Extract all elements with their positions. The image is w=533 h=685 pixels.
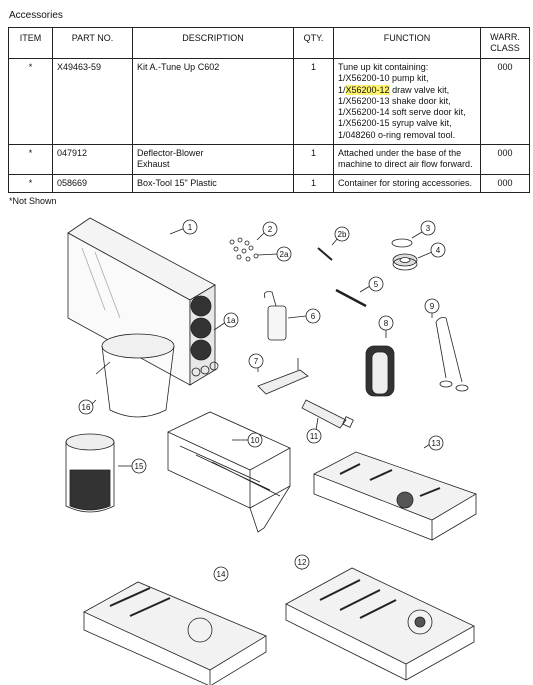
cell-qty: 1	[293, 57, 334, 146]
col-header-qty: QTY.	[293, 27, 334, 59]
table-row: * 058669 Box-Tool 15" Plastic 1 Containe…	[8, 173, 530, 193]
callout-12: 12	[298, 558, 307, 567]
callout-circle	[182, 219, 198, 235]
pail-illustration	[95, 333, 175, 418]
lubricant-tube-illustration	[301, 399, 354, 429]
callout-2a: 2a	[280, 250, 289, 259]
tool-tray-12-illustration	[285, 567, 475, 681]
not-shown-note: *Not Shown	[9, 196, 57, 206]
callout-2b: 2b	[338, 230, 347, 239]
cell-description: Deflector-Blower Exhaust	[132, 144, 294, 175]
table-row: * 047912 Deflector-Blower Exhaust 1 Atta…	[8, 144, 530, 175]
cell-qty: 1	[293, 144, 334, 175]
canister-illustration	[65, 433, 115, 513]
brush-set-illustration	[365, 345, 395, 397]
callout-3: 3	[426, 224, 431, 233]
cell-part-no: 047912	[52, 144, 133, 175]
o-ring-illustration	[391, 238, 413, 248]
tool-tray-13-illustration	[313, 451, 477, 541]
small-brush-illustration	[317, 247, 333, 261]
cell-description: Box-Tool 15" Plastic	[132, 173, 294, 193]
callout-13: 13	[432, 439, 441, 448]
callout-1: 1	[188, 223, 193, 232]
tool-tray-14-illustration	[83, 581, 267, 685]
cell-function: Attached under the base of the machine t…	[333, 144, 481, 175]
callout-4: 4	[436, 246, 441, 255]
long-brush-illustration	[335, 288, 367, 308]
wire-rack-illustration	[167, 411, 291, 533]
callout-9: 9	[430, 302, 435, 311]
section-heading: Accessories	[9, 10, 63, 21]
col-header-item: ITEM	[8, 27, 53, 59]
function-line: 1/X56200-13 shake door kit,	[338, 95, 451, 106]
table-row: * X49463-59 Kit A.-Tune Up C602 1 Tune u…	[8, 57, 530, 146]
highlighted-part-number: X56200-12	[345, 84, 390, 95]
col-header-function: FUNCTION	[333, 27, 481, 59]
callout-7: 7	[254, 357, 259, 366]
machine-body-illustration	[67, 217, 219, 386]
o-rings-illustration	[229, 237, 259, 262]
callout-1a: 1a	[227, 316, 236, 325]
cell-item: *	[8, 173, 53, 193]
cell-part-no: 058669	[52, 173, 133, 193]
col-header-warr-class: WARR. CLASS	[480, 27, 530, 59]
cell-function: Container for storing accessories.	[333, 173, 481, 193]
cell-item: *	[8, 144, 53, 175]
cell-warr-class: 000	[480, 173, 530, 193]
removal-tool-illustration	[257, 358, 309, 395]
callout-2: 2	[268, 225, 273, 234]
table-header-row: ITEM PART NO. DESCRIPTION QTY. FUNCTION …	[8, 27, 530, 59]
callout-8: 8	[384, 319, 389, 328]
cell-qty: 1	[293, 173, 334, 193]
cell-item: *	[8, 57, 53, 146]
callout-11: 11	[310, 432, 319, 441]
col-header-description: DESCRIPTION	[132, 27, 294, 59]
function-line: 1/X56200-15 syrup valve kit,	[338, 118, 452, 129]
lubricant-bottle-illustration	[263, 291, 287, 341]
function-line-highlighted: 1/X56200-12 draw valve kit,	[338, 84, 450, 95]
function-line: 1/X56200-14 soft serve door kit,	[338, 107, 466, 118]
function-line: 1/048260 o-ring removal tool.	[338, 129, 456, 140]
callout-6: 6	[311, 312, 316, 321]
function-line: Tune up kit containing:	[338, 62, 429, 72]
callout-10: 10	[251, 436, 260, 445]
col-header-part-no: PART NO.	[52, 27, 133, 59]
callout-15: 15	[135, 462, 144, 471]
function-line: 1/X56200-10 pump kit,	[338, 73, 429, 84]
callout-14: 14	[217, 570, 226, 579]
cell-warr-class: 000	[480, 144, 530, 175]
callout-16: 16	[82, 403, 91, 412]
cell-warr-class: 000	[480, 57, 530, 146]
cell-description: Kit A.-Tune Up C602	[132, 57, 294, 146]
ladles-illustration	[435, 317, 469, 392]
bearing-illustration	[392, 253, 418, 271]
exploded-parts-diagram: 1 1a 2 2a 2b 3 4 5 6	[65, 217, 477, 685]
cell-part-no: X49463-59	[52, 57, 133, 146]
callout-5: 5	[374, 280, 379, 289]
cell-function: Tune up kit containing: 1/X56200-10 pump…	[333, 57, 481, 146]
accessories-table: ITEM PART NO. DESCRIPTION QTY. FUNCTION …	[8, 27, 530, 193]
